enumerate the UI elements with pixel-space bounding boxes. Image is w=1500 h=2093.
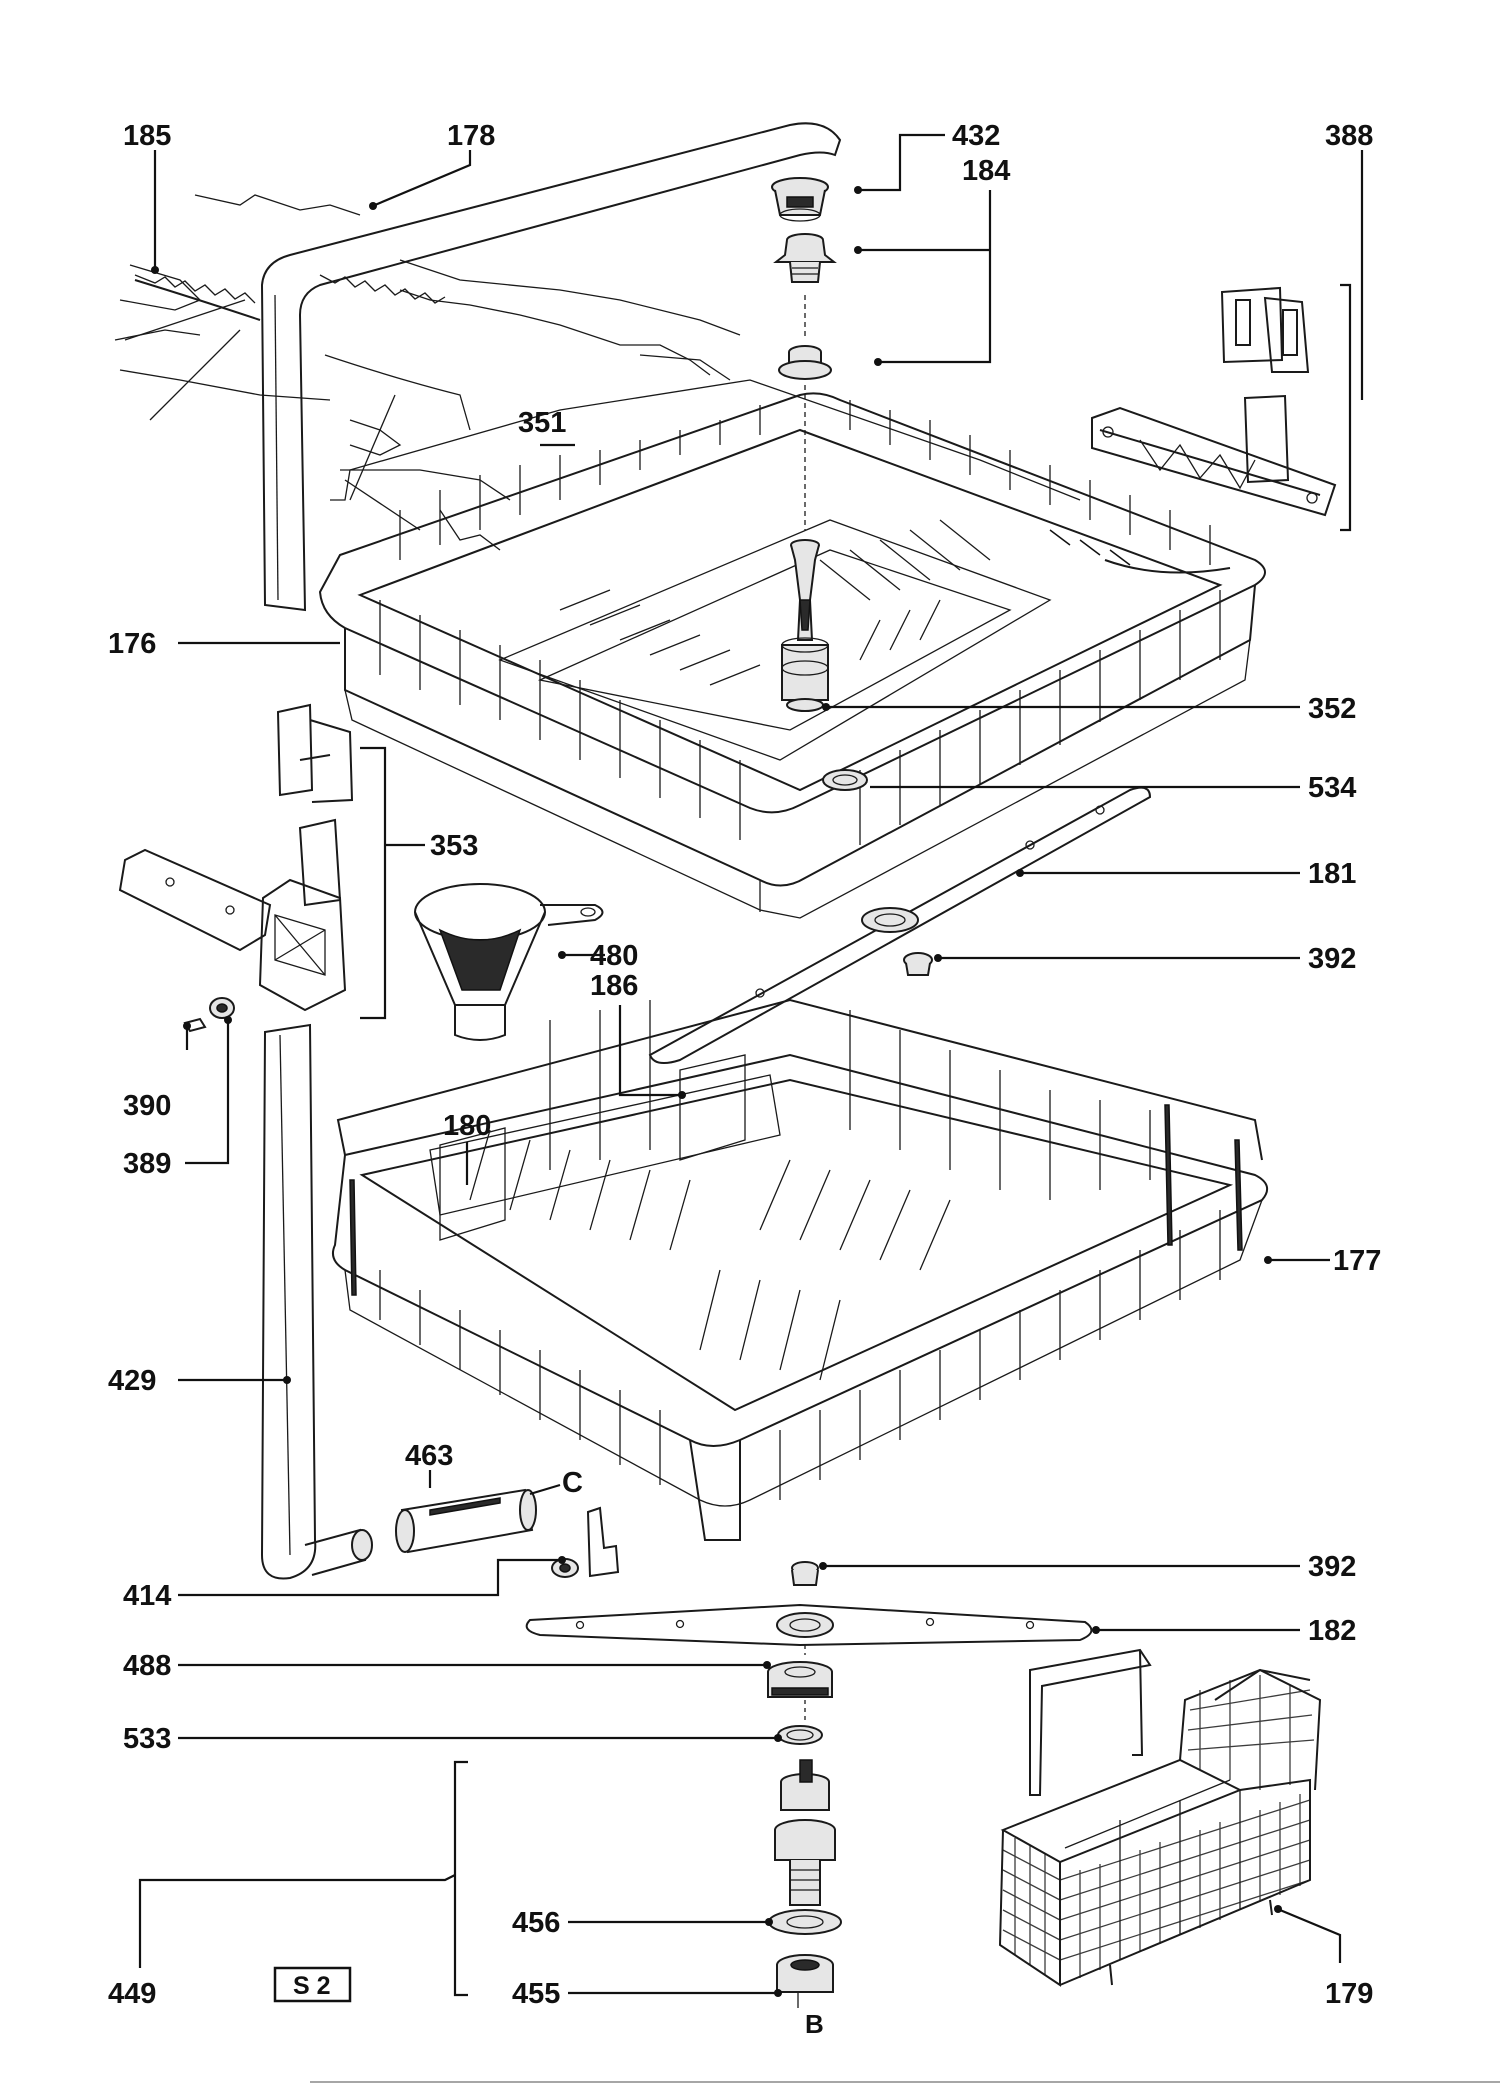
lower-spray-arm-182 — [525, 1603, 1093, 1647]
upper-spray-arm-181 — [648, 786, 1152, 1065]
door-frame-arch — [260, 122, 842, 612]
label-429: 429 — [108, 1365, 156, 1397]
pipe-429 — [260, 1023, 373, 1580]
label-352: 352 — [1308, 693, 1356, 725]
label-488: 488 — [123, 1650, 171, 1682]
label-389: 389 — [123, 1148, 171, 1180]
label-456: 456 — [512, 1907, 560, 1939]
label-432: 432 — [952, 120, 1000, 152]
label-480: 480 — [590, 940, 638, 972]
label-390: 390 — [123, 1090, 171, 1122]
label-176: 176 — [108, 628, 156, 660]
label-185: 185 — [123, 120, 171, 152]
clip-414 — [551, 1506, 620, 1578]
label-414: 414 — [123, 1580, 171, 1612]
label-388: 388 — [1325, 120, 1373, 152]
bracket-353 — [118, 703, 354, 1012]
label-184: 184 — [962, 155, 1010, 187]
label-392-lower: 392 — [1308, 1551, 1356, 1583]
upper-basket-176 — [318, 379, 1266, 919]
label-177: 177 — [1333, 1245, 1381, 1277]
part-392-lower-nut — [791, 1561, 819, 1586]
label-181: 181 — [1308, 858, 1356, 890]
cutlery-basket-179 — [998, 1648, 1322, 1987]
label-C: C — [562, 1467, 583, 1499]
label-179: 179 — [1325, 1978, 1373, 2010]
label-182: 182 — [1308, 1615, 1356, 1647]
sheet-code-box — [273, 1966, 352, 2003]
part-389-washer — [209, 997, 235, 1019]
part-184-coupling — [773, 233, 837, 283]
label-392-upper: 392 — [1308, 943, 1356, 975]
part-534-ring — [822, 769, 868, 791]
part-488-ring-nut — [767, 1661, 833, 1698]
label-180: 180 — [443, 1110, 491, 1142]
rail-178 — [319, 259, 741, 551]
leader-lines — [138, 133, 1364, 1997]
part-432-connector — [771, 177, 829, 222]
part-184-nozzle-cap — [778, 345, 832, 380]
label-534: 534 — [1308, 772, 1356, 804]
label-351: 351 — [518, 407, 566, 439]
part-455-base-nut — [776, 1954, 834, 2008]
label-449: 449 — [108, 1978, 156, 2010]
hose-463 — [395, 1488, 537, 1554]
part-labels: 185 178 432 184 388 351 176 352 534 353 … — [108, 120, 1381, 2039]
label-533: 533 — [123, 1723, 171, 1755]
label-B: B — [805, 2009, 824, 2039]
bracket-388 — [1091, 286, 1337, 517]
part-533-seal — [777, 1725, 823, 1745]
part-456-gasket — [768, 1909, 842, 1935]
label-178: 178 — [447, 120, 495, 152]
rail-assembly-185 — [114, 194, 361, 421]
part-352-feed-pipe — [781, 539, 829, 712]
label-353: 353 — [430, 830, 478, 862]
label-S2: S 2 — [293, 1972, 331, 2000]
housing-449 — [774, 1759, 836, 1906]
part-392-upper-nut — [903, 952, 933, 976]
label-463: 463 — [405, 1440, 453, 1472]
label-455: 455 — [512, 1978, 560, 2010]
lower-basket-177 — [332, 998, 1269, 1541]
label-186: 186 — [590, 970, 638, 1002]
funnel-480 — [414, 883, 604, 1041]
